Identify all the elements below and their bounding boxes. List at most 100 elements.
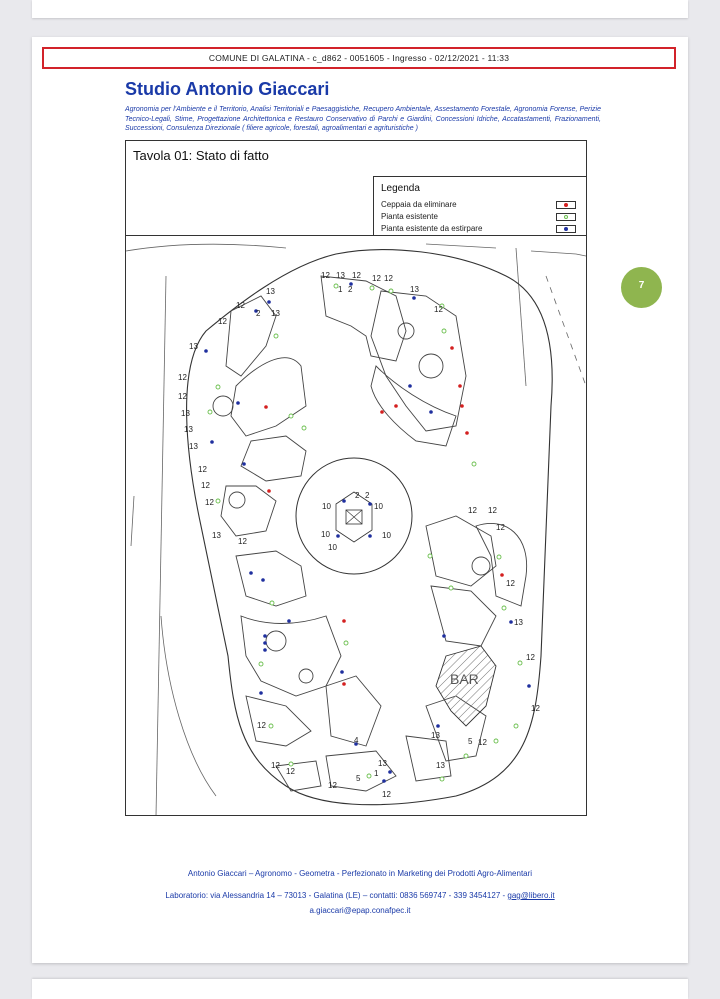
footer-contact-text: Laboratorio: via Alessandria 14 – 73013 …: [165, 891, 508, 900]
stump-marker: [460, 404, 464, 408]
existing-plant-marker: [501, 605, 507, 611]
plant-to-remove-marker: [429, 410, 433, 414]
plant-number: 12: [205, 498, 214, 507]
drawing-frame: Tavola 01: Stato di fatto Legenda Ceppai…: [125, 140, 587, 816]
existing-plant-marker: [288, 761, 294, 767]
existing-plant-marker: [269, 600, 275, 606]
existing-plant-marker: [441, 328, 447, 334]
plant-to-remove-marker: [204, 349, 208, 353]
plant-number: 12: [478, 738, 487, 747]
plant-to-remove-marker: [368, 502, 372, 506]
studio-description: Agronomia per l'Ambiente e il Territorio…: [125, 106, 601, 133]
plant-number: 2: [355, 491, 360, 500]
park-plan: BAR: [126, 243, 586, 815]
plant-number: 13: [436, 761, 445, 770]
plant-number: 12: [531, 704, 540, 713]
previous-page-edge: [32, 0, 688, 18]
plant-number: 10: [322, 502, 331, 511]
plant-to-remove-marker: [236, 401, 240, 405]
stump-marker: [380, 410, 384, 414]
plant-markers: [204, 282, 531, 783]
legend-item-existing-plant: Pianta esistente: [381, 211, 581, 223]
green-dot-icon: [564, 215, 568, 219]
plant-number: 10: [328, 543, 337, 552]
plant-number: 5: [356, 774, 361, 783]
bar-label: BAR: [450, 671, 479, 687]
plant-number: 12: [257, 721, 266, 730]
bar-building: [435, 645, 497, 727]
existing-plant-marker: [388, 288, 394, 294]
plant-to-remove-marker: [408, 384, 412, 388]
existing-plant-marker: [517, 660, 523, 666]
red-dot-icon: [564, 203, 568, 207]
plant-number: 13: [189, 342, 198, 351]
plant-to-remove-marker: [263, 648, 267, 652]
legend-item-label: Ceppaia da eliminare: [381, 200, 457, 209]
plant-number: 12: [321, 271, 330, 280]
plant-number: 13: [212, 531, 221, 540]
plant-to-remove-marker: [263, 641, 267, 645]
existing-plant-marker: [268, 723, 274, 729]
plant-number: 12: [218, 317, 227, 326]
plant-to-remove-marker: [254, 309, 258, 313]
plant-number: 10: [321, 530, 330, 539]
stump-marker: [458, 384, 462, 388]
plant-number: 10: [374, 502, 383, 511]
fountain-cross: [345, 509, 363, 525]
plant-to-remove-marker: [287, 619, 291, 623]
plant-to-remove-marker: [509, 620, 513, 624]
existing-plant-marker: [288, 413, 294, 419]
studio-name: Studio Antonio Giaccari: [125, 79, 330, 99]
plant-to-remove-marker: [267, 300, 271, 304]
protocol-stamp: COMUNE DI GALATINA - c_d862 - 0051605 - …: [42, 47, 676, 69]
plant-number: 13: [181, 409, 190, 418]
plant-number: 12: [352, 271, 361, 280]
plant-to-remove-marker: [349, 282, 353, 286]
plant-number: 10: [382, 531, 391, 540]
legend-swatch: [556, 201, 576, 209]
plant-number: 12: [286, 767, 295, 776]
existing-plant-marker: [427, 553, 433, 559]
plant-number: 2: [348, 285, 353, 294]
plant-number: 12: [201, 481, 210, 490]
legend-swatch: [556, 225, 576, 233]
existing-plant-marker: [513, 723, 519, 729]
footer-line-2: Laboratorio: via Alessandria 14 – 73013 …: [32, 891, 688, 900]
existing-plant-marker: [448, 585, 454, 591]
plant-number: 12: [468, 506, 477, 515]
plant-number: 13: [336, 271, 345, 280]
existing-plant-marker: [366, 773, 372, 779]
plant-number: 13: [410, 285, 419, 294]
plant-to-remove-marker: [368, 534, 372, 538]
existing-plant-marker: [273, 333, 279, 339]
existing-plant-marker: [301, 425, 307, 431]
plant-number: 13: [431, 731, 440, 740]
plant-number: 12: [198, 465, 207, 474]
plant-to-remove-marker: [242, 462, 246, 466]
legend-item-label: Pianta esistente da estirpare: [381, 224, 483, 233]
page-number-badge: 7: [621, 267, 662, 308]
plant-number: 13: [266, 287, 275, 296]
plant-number: 13: [189, 442, 198, 451]
plant-number-labels: 12 13 12 12 12 13 1 2 13 12 2 12 13 12 1…: [178, 271, 540, 799]
plant-number: 13: [378, 759, 387, 768]
existing-plant-marker: [439, 303, 445, 309]
stump-marker: [394, 404, 398, 408]
existing-plant-marker: [207, 409, 213, 415]
plant-number: 12: [372, 274, 381, 283]
plant-number: 12: [178, 392, 187, 401]
fountain-center: [345, 509, 363, 525]
central-plaza: [295, 457, 413, 575]
context-lines: [126, 243, 586, 815]
plant-number: 12: [526, 653, 535, 662]
plant-to-remove-marker: [436, 724, 440, 728]
plant-number: 1: [374, 769, 379, 778]
plant-number: 12: [496, 523, 505, 532]
plant-to-remove-marker: [342, 499, 346, 503]
plant-to-remove-marker: [259, 691, 263, 695]
plant-to-remove-marker: [336, 534, 340, 538]
stump-marker: [264, 405, 268, 409]
stump-marker: [342, 682, 346, 686]
existing-plant-marker: [215, 384, 221, 390]
footer-email-link[interactable]: gag@libero.it: [507, 891, 555, 900]
